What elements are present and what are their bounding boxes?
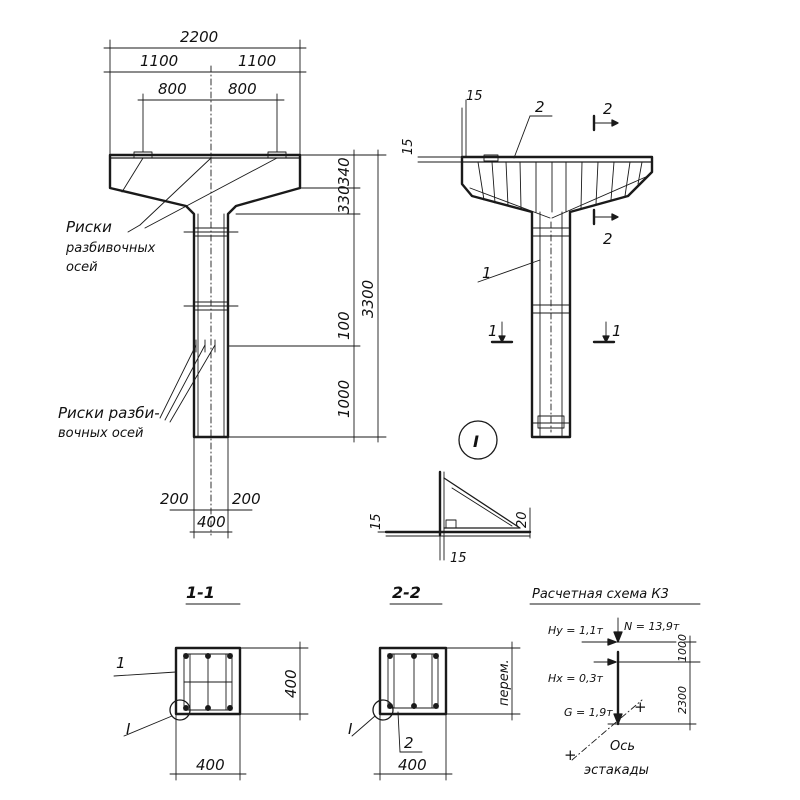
side-bottom-chord xyxy=(469,187,551,219)
section-1-1-title: 1-1 xyxy=(186,583,215,602)
axis-mark-leader xyxy=(121,157,144,193)
dim-1100-right: 1100 xyxy=(238,52,276,70)
section-1-1: 1-1 1 I 400 400 xyxy=(113,583,309,781)
detail-dim-15-bottom: 15 xyxy=(450,551,467,566)
leader-part-1 xyxy=(477,259,541,283)
section-2-2-title: 2-2 xyxy=(392,583,421,602)
leader-2 xyxy=(397,711,401,753)
section-2-2-dim-height: перем. xyxy=(497,659,512,706)
detail-I: I 15 15 20 xyxy=(369,420,532,566)
dim-800-right: 800 xyxy=(228,80,257,98)
calc-plus-bottom: + xyxy=(564,746,577,764)
trestle-axis xyxy=(571,699,643,761)
section-1-1-outline xyxy=(174,646,242,716)
detail-dim-20: 20 xyxy=(515,511,530,528)
calc-scheme-title: Расчетная схема К3 xyxy=(532,587,669,602)
dim-100: 100 xyxy=(335,311,353,340)
dim-2200: 2200 xyxy=(180,28,218,46)
dim-200-right: 200 xyxy=(232,490,261,508)
section-1-1-mark-1: 1 xyxy=(116,654,126,672)
label-axis-marks-top-line3: осей xyxy=(66,260,98,275)
side-dim-15-left: 15 xyxy=(401,138,416,155)
label-axis-marks-bottom-line1: Риски разби- xyxy=(58,404,160,422)
detail-dim-15-left: 15 xyxy=(369,513,384,530)
section-2-2-inner xyxy=(387,653,439,709)
section-1-1-detail-circle xyxy=(169,699,191,721)
section-2-2-mark-I: I xyxy=(348,720,353,738)
leader-I xyxy=(351,715,376,737)
side-clamp-upper xyxy=(531,227,571,237)
side-dim-15-top: 15 xyxy=(466,89,483,104)
section-1-1-dim-width: 400 xyxy=(196,756,225,774)
leader-I xyxy=(123,715,173,737)
leader-part-2 xyxy=(513,115,531,159)
trestle-axis-label-2: эстакады xyxy=(584,763,649,778)
axis-mark-leader xyxy=(169,344,216,423)
side-ribs xyxy=(477,161,643,213)
calc-scheme: Расчетная схема К3 Hy = 1,1т N = 13,9т H… xyxy=(529,587,701,778)
detail-callout-circle xyxy=(458,420,498,460)
dim-3300: 3300 xyxy=(359,280,377,318)
calc-dim-1000: 1000 xyxy=(676,634,689,662)
mark-part-2: 2 xyxy=(535,98,545,116)
section-2-label-bottom: 2 xyxy=(603,230,613,248)
axis-mark-leader xyxy=(139,157,212,226)
side-base-plate xyxy=(537,415,565,429)
label-axis-marks-bottom-line2: вочных осей xyxy=(58,426,143,441)
axis-mark-leader xyxy=(144,157,278,229)
dim-330: 330 xyxy=(335,185,353,214)
dim-1100-left: 1100 xyxy=(140,52,178,70)
dim-400: 400 xyxy=(197,513,226,531)
dim-800-left: 800 xyxy=(158,80,187,98)
section-1-label-right: 1 xyxy=(612,322,622,340)
side-bearing-plate xyxy=(483,154,499,162)
detail-callout-label: I xyxy=(473,432,479,451)
section-2-2-detail-circle xyxy=(372,699,394,721)
axis-mark-leader xyxy=(159,344,197,419)
side-clamp-middle xyxy=(531,304,571,314)
detail-weld-gusset xyxy=(443,477,521,529)
section-1-label-left: 1 xyxy=(488,322,498,340)
calc-plus-top: + xyxy=(634,698,647,716)
dim-1000: 1000 xyxy=(335,380,353,418)
front-view: 2200 1100 1100 800 800 340 330 3300 100 … xyxy=(58,28,387,539)
section-2-2-dim-width: 400 xyxy=(398,756,427,774)
calc-dim-2300: 2300 xyxy=(676,686,689,714)
detail-bar xyxy=(445,519,457,529)
label-axis-marks-top-line2: разбивочных xyxy=(65,241,156,256)
force-hy-label: Hy = 1,1т xyxy=(548,624,603,637)
axis-mark-leader xyxy=(164,344,206,421)
side-outline xyxy=(460,155,654,439)
section-2-2-outline xyxy=(378,646,448,716)
section-2-2: 2-2 I 2 400 перем. xyxy=(348,583,521,781)
force-g-label: G = 1,9т xyxy=(564,706,613,719)
dim-340: 340 xyxy=(335,157,353,186)
leader-1 xyxy=(113,671,177,677)
dim-200-left: 200 xyxy=(160,490,189,508)
side-view: 15 15 2 2 2 1 1 1 xyxy=(401,89,654,439)
axis-mark-leader xyxy=(127,224,141,233)
mark-part-1: 1 xyxy=(482,264,492,282)
trestle-axis-label-1: Ось xyxy=(610,739,635,754)
section-1-1-dim-height: 400 xyxy=(282,669,300,698)
label-axis-marks-top-line1: Риски xyxy=(66,218,112,236)
section-1-1-mark-I: I xyxy=(126,720,131,738)
force-hx-label: Hx = 0,3т xyxy=(548,672,603,685)
crossbeam-outline xyxy=(108,153,302,439)
section-2-2-mark-2: 2 xyxy=(404,734,414,752)
section-2-label-top: 2 xyxy=(603,100,613,118)
side-bottom-chord xyxy=(551,175,649,219)
force-n-label: N = 13,9т xyxy=(624,620,680,633)
